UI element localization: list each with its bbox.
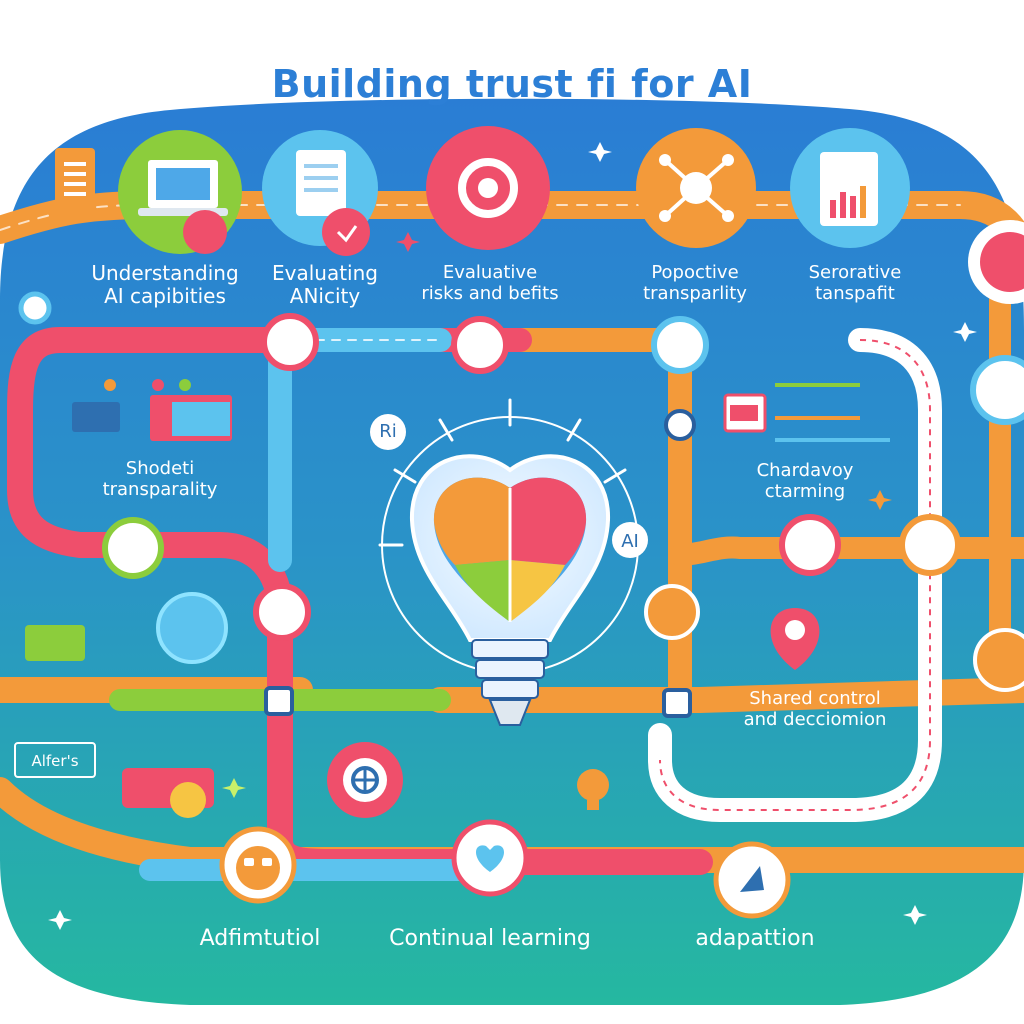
bottom-label-adapattion: adapattion [695, 926, 815, 951]
road-nodes [18, 291, 1024, 718]
bottom-label-continual-learning: Continual learning [389, 926, 591, 951]
page-title: Building trust fi for AI [271, 62, 753, 106]
center-ai-label: AI [621, 531, 639, 552]
blue-road [139, 328, 491, 881]
top-stage-icons [55, 126, 1024, 304]
sparkles [48, 142, 977, 930]
alfers-tag: Alfer's [14, 742, 96, 778]
bottom-icons [25, 625, 791, 919]
lightbulb-heart-icon [370, 398, 648, 726]
center-ri-label: Ri [379, 421, 397, 442]
bottom-label-adfimtutiol: Adfimtutiol [199, 926, 321, 951]
right-panel-graphic [723, 383, 890, 670]
idea-bulb-icon [577, 769, 609, 801]
left-panel-graphic [72, 379, 232, 441]
